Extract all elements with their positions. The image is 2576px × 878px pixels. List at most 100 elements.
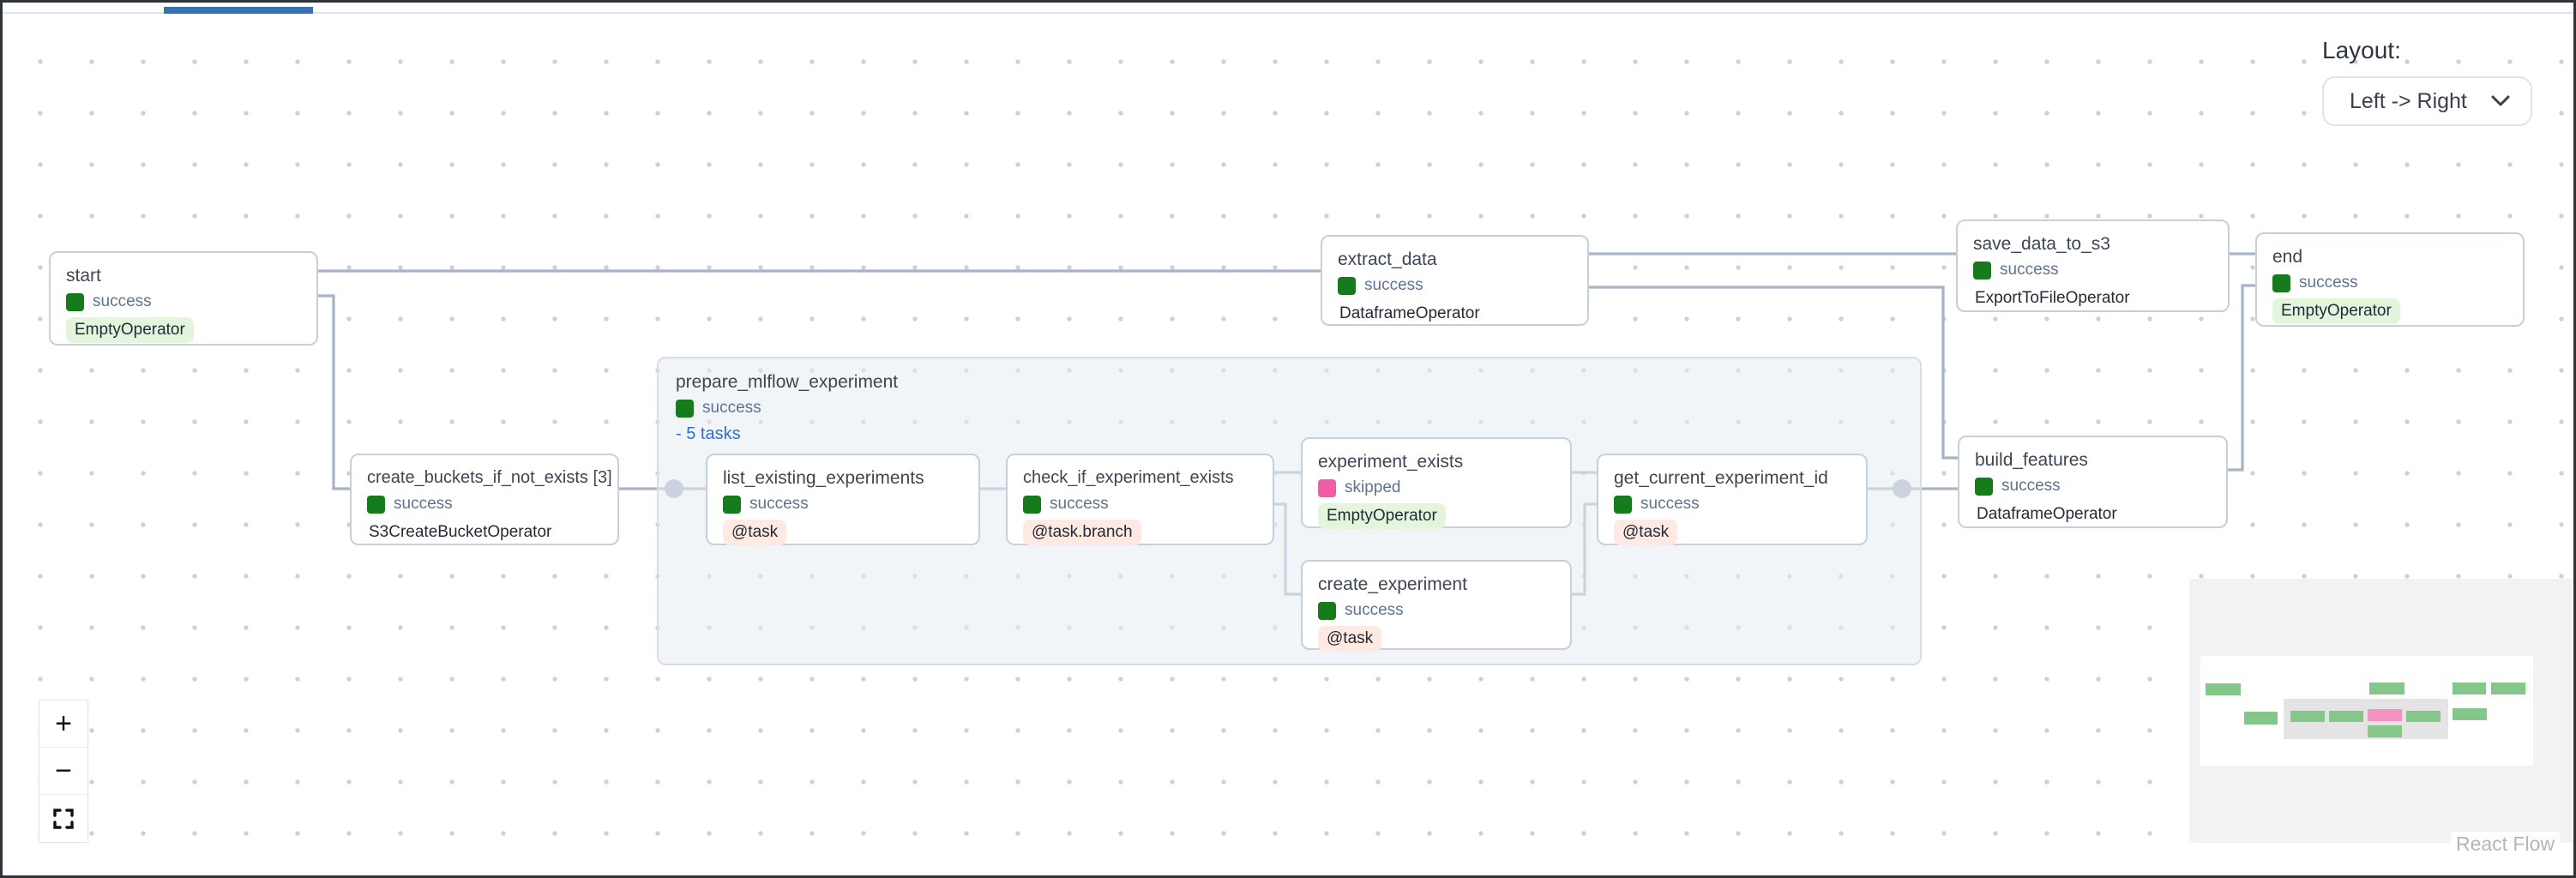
operator-badge: DataframeOperator <box>1977 505 2117 523</box>
operator-badge: S3CreateBucketOperator <box>369 523 552 541</box>
dag-graph-canvas[interactable]: prepare_mlflow_experiment success - 5 ta… <box>3 14 2573 875</box>
minimap-node-check_if_experiment_exists <box>2329 711 2363 722</box>
status-label: success <box>2000 261 2059 279</box>
status-square-icon <box>1973 261 1991 280</box>
task-node-save_data_to_s3[interactable]: save_data_to_s3 success ExportToFileOper… <box>1956 220 2230 312</box>
task-node-extract_data[interactable]: extract_data success DataframeOperator <box>1321 235 1589 326</box>
minimap-node-get_current_experiment_id <box>2406 711 2441 722</box>
chevron-down-icon <box>2491 95 2510 106</box>
task-status: success <box>1975 473 2211 499</box>
zoom-out-button[interactable]: − <box>39 748 87 795</box>
task-status: success <box>1023 491 1257 517</box>
status-label: success <box>2001 477 2061 495</box>
status-square-icon <box>66 292 84 311</box>
status-square-icon <box>2272 274 2290 292</box>
minimap-node-end <box>2491 683 2525 695</box>
task-title: start <box>66 266 101 286</box>
status-square-icon <box>1338 276 1356 295</box>
layout-direction-select[interactable]: Left -> Right <box>2322 76 2532 126</box>
plus-icon: + <box>55 707 72 740</box>
status-label: success <box>749 495 809 513</box>
operator-badge: EmptyOperator <box>66 317 194 343</box>
active-tab-indicator[interactable] <box>164 7 313 14</box>
task-title: check_if_experiment_exists <box>1023 468 1234 487</box>
status-square-icon <box>1614 495 1632 514</box>
task-status: success <box>1318 598 1555 623</box>
tab-bar <box>3 3 2573 14</box>
task-status: success <box>2272 270 2507 296</box>
layout-label: Layout: <box>2322 37 2401 63</box>
status-square-icon <box>723 495 741 514</box>
edge-build_features-end <box>2228 284 2255 472</box>
status-label: success <box>1345 601 1404 619</box>
task-node-end[interactable]: end success EmptyOperator <box>2255 232 2525 327</box>
zoom-in-button[interactable]: + <box>39 701 87 748</box>
operator-badge: @task <box>723 520 787 545</box>
task-title: create_experiment <box>1318 574 1467 594</box>
task-title: build_features <box>1975 450 2088 470</box>
operator-badge: DataframeOperator <box>1339 304 1480 322</box>
operator-badge: EmptyOperator <box>2272 298 2400 324</box>
task-title: list_existing_experiments <box>723 468 924 488</box>
task-status: success <box>367 491 602 517</box>
status-label: skipped <box>1345 478 1401 496</box>
status-label: success <box>2299 274 2358 292</box>
fit-view-icon <box>53 808 74 829</box>
status-label: success <box>1050 495 1109 513</box>
group-title: prepare_mlflow_experiment <box>676 372 899 392</box>
task-status: success <box>1973 257 2212 283</box>
fit-view-button[interactable] <box>39 795 87 842</box>
task-status: success <box>723 491 963 517</box>
status-label: success <box>702 399 761 417</box>
task-status: success <box>1614 491 1851 517</box>
minimap[interactable] <box>2189 579 2573 843</box>
operator-badge: @task <box>1318 626 1382 652</box>
edge-extract_data-build_features <box>1589 286 1958 460</box>
status-square-icon <box>676 399 694 418</box>
task-node-create_experiment[interactable]: create_experiment success @task <box>1301 560 1572 652</box>
group-status: success <box>676 395 1903 421</box>
task-title: extract_data <box>1338 250 1437 269</box>
minus-icon: − <box>55 755 72 787</box>
task-node-experiment_exists[interactable]: experiment_exists skipped EmptyOperator <box>1301 437 1572 529</box>
operator-badge: @task <box>1614 520 1678 545</box>
task-node-build_features[interactable]: build_features success DataframeOperator <box>1958 436 2228 528</box>
group-collapse-link[interactable]: - 5 tasks <box>676 424 741 443</box>
minimap-node-list_existing_experiments <box>2290 711 2325 722</box>
operator-badge: ExportToFileOperator <box>1975 289 2130 307</box>
minimap-node-extract_data <box>2369 683 2404 695</box>
task-node-get_current_experiment_id[interactable]: get_current_experiment_id success @task <box>1597 454 1868 545</box>
minimap-node-start <box>2206 683 2241 695</box>
status-label: success <box>1364 276 1423 294</box>
minimap-node-experiment_exists <box>2368 709 2402 721</box>
task-title: save_data_to_s3 <box>1973 234 2110 254</box>
status-square-icon <box>1023 495 1041 514</box>
task-status: success <box>1338 273 1572 298</box>
task-status: skipped <box>1318 475 1555 501</box>
status-label: success <box>93 292 152 310</box>
layout-panel: Layout: Left -> Right <box>2322 37 2532 126</box>
task-status: success <box>66 289 301 315</box>
task-node-check_if_experiment_exists[interactable]: check_if_experiment_exists success @task… <box>1006 454 1274 545</box>
minimap-node-build_features <box>2453 708 2487 720</box>
status-label: success <box>1640 495 1700 513</box>
react-flow-attribution[interactable]: React Flow <box>2450 832 2560 857</box>
task-title: experiment_exists <box>1318 452 1464 472</box>
status-square-icon <box>1318 601 1336 620</box>
task-title: get_current_experiment_id <box>1614 468 1828 488</box>
edge-start-create_buckets <box>318 294 350 490</box>
task-title: end <box>2272 247 2303 267</box>
status-square-icon <box>367 495 385 514</box>
status-label: success <box>394 495 453 513</box>
minimap-node-create_experiment <box>2368 725 2402 737</box>
operator-badge: EmptyOperator <box>1318 503 1446 529</box>
task-title: create_buckets_if_not_exists [3] <box>367 468 612 487</box>
task-node-create_buckets_if_not_exists[interactable]: create_buckets_if_not_exists [3] success… <box>350 454 619 545</box>
operator-badge: @task.branch <box>1023 520 1141 545</box>
zoom-controls: + − <box>39 700 88 843</box>
status-square-icon <box>1318 478 1336 497</box>
task-node-list_existing_experiments[interactable]: list_existing_experiments success @task <box>706 454 980 545</box>
status-square-icon <box>1975 477 1993 496</box>
task-node-start[interactable]: start success EmptyOperator <box>49 251 318 346</box>
